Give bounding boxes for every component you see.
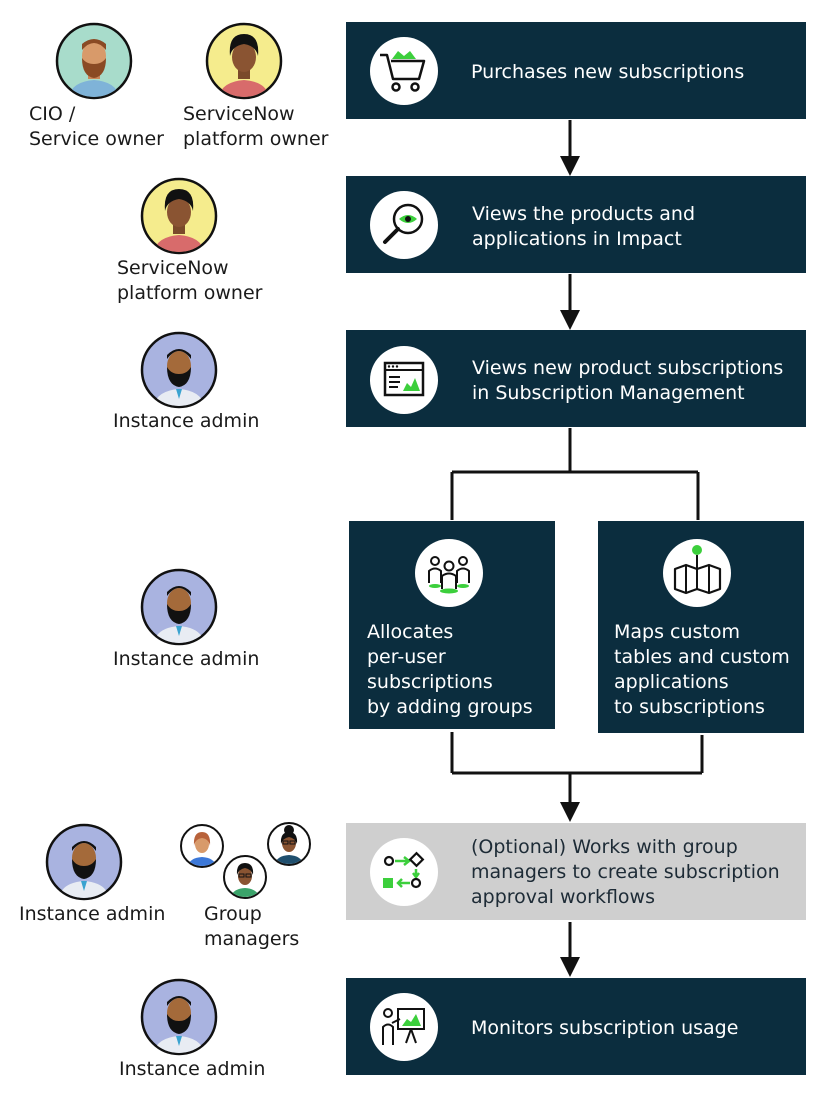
instance-admin-avatar <box>140 568 218 646</box>
group-managers-label: Group managers <box>204 903 300 950</box>
instance-admin-label: Instance admin <box>119 1058 266 1080</box>
platform-owner-avatar <box>205 22 283 100</box>
step-map-box: Maps custom tables and custom applicatio… <box>598 521 804 733</box>
instance-admin-avatar <box>140 978 218 1056</box>
cio-avatar <box>55 22 133 100</box>
dashboard-window-icon <box>370 346 438 414</box>
instance-admin-label: Instance admin <box>113 410 260 432</box>
cio-label: CIO / Service owner <box>29 103 164 150</box>
step-view-subscriptions-text: Views new product subscriptions in Subsc… <box>472 357 784 404</box>
magnifier-eye-icon <box>370 191 438 259</box>
instance-admin-avatar <box>45 823 123 901</box>
step-view-subscriptions-box: Views new product subscriptions in Subsc… <box>346 330 806 427</box>
step-view-impact-box: Views the products and applications in I… <box>346 176 806 273</box>
group-manager-avatar <box>223 855 267 899</box>
step-purchase-text: Purchases new subscriptions <box>471 61 745 83</box>
step-allocate-text: Allocates per-user subscriptions by addi… <box>367 621 533 718</box>
platform-owner-label: ServiceNow platform owner <box>117 257 263 304</box>
step-purchase-box: Purchases new subscriptions <box>346 22 806 119</box>
platform-owner-label: ServiceNow platform owner <box>183 103 329 150</box>
shopping-cart-icon <box>370 37 438 105</box>
step-map-text: Maps custom tables and custom applicatio… <box>614 621 790 718</box>
step-monitor-box: Monitors subscription usage <box>346 978 806 1075</box>
map-pin-icon <box>663 539 731 607</box>
group-manager-avatar <box>267 822 311 866</box>
instance-admin-avatar <box>140 331 218 409</box>
workflow-icon <box>370 838 438 906</box>
platform-owner-avatar <box>140 177 218 255</box>
step-view-impact-text: Views the products and applications in I… <box>472 203 696 250</box>
step-optional-workflow-box: (Optional) Works with group managers to … <box>346 823 806 920</box>
instance-admin-label: Instance admin <box>19 903 166 925</box>
step-optional-workflow-text: (Optional) Works with group managers to … <box>471 836 780 908</box>
presenter-chart-icon <box>370 993 438 1061</box>
group-manager-avatar <box>180 824 224 868</box>
user-group-icon <box>415 539 483 607</box>
step-monitor-text: Monitors subscription usage <box>471 1017 739 1039</box>
instance-admin-label: Instance admin <box>113 648 260 670</box>
step-allocate-box: Allocates per-user subscriptions by addi… <box>349 521 555 729</box>
